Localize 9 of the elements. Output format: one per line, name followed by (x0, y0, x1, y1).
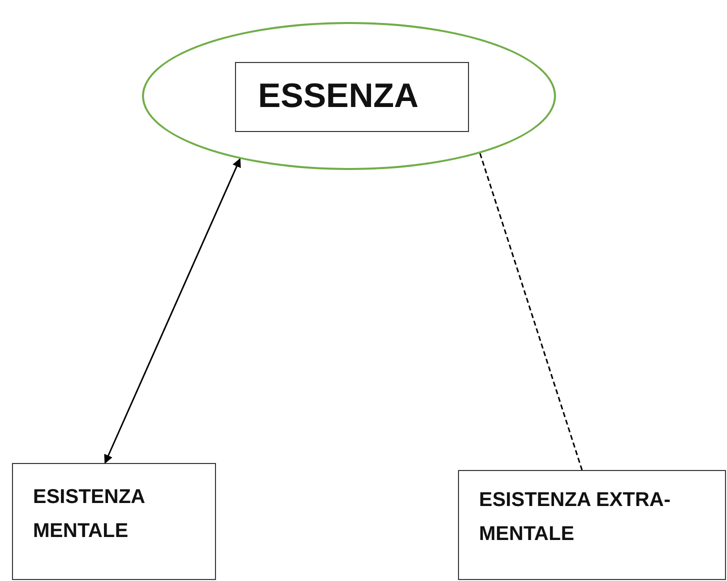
text-box (235, 62, 469, 132)
node-label: ESSENZA (258, 76, 420, 117)
ellipse-shape (142, 22, 556, 170)
arrow (104, 158, 241, 464)
node-label: ESISTENZA EXTRA-MENTALE (479, 488, 672, 547)
connector-line (479, 153, 583, 470)
node-label: ESISTENZA MENTALE (33, 485, 146, 544)
text-box (12, 463, 216, 580)
text-box (458, 470, 726, 580)
